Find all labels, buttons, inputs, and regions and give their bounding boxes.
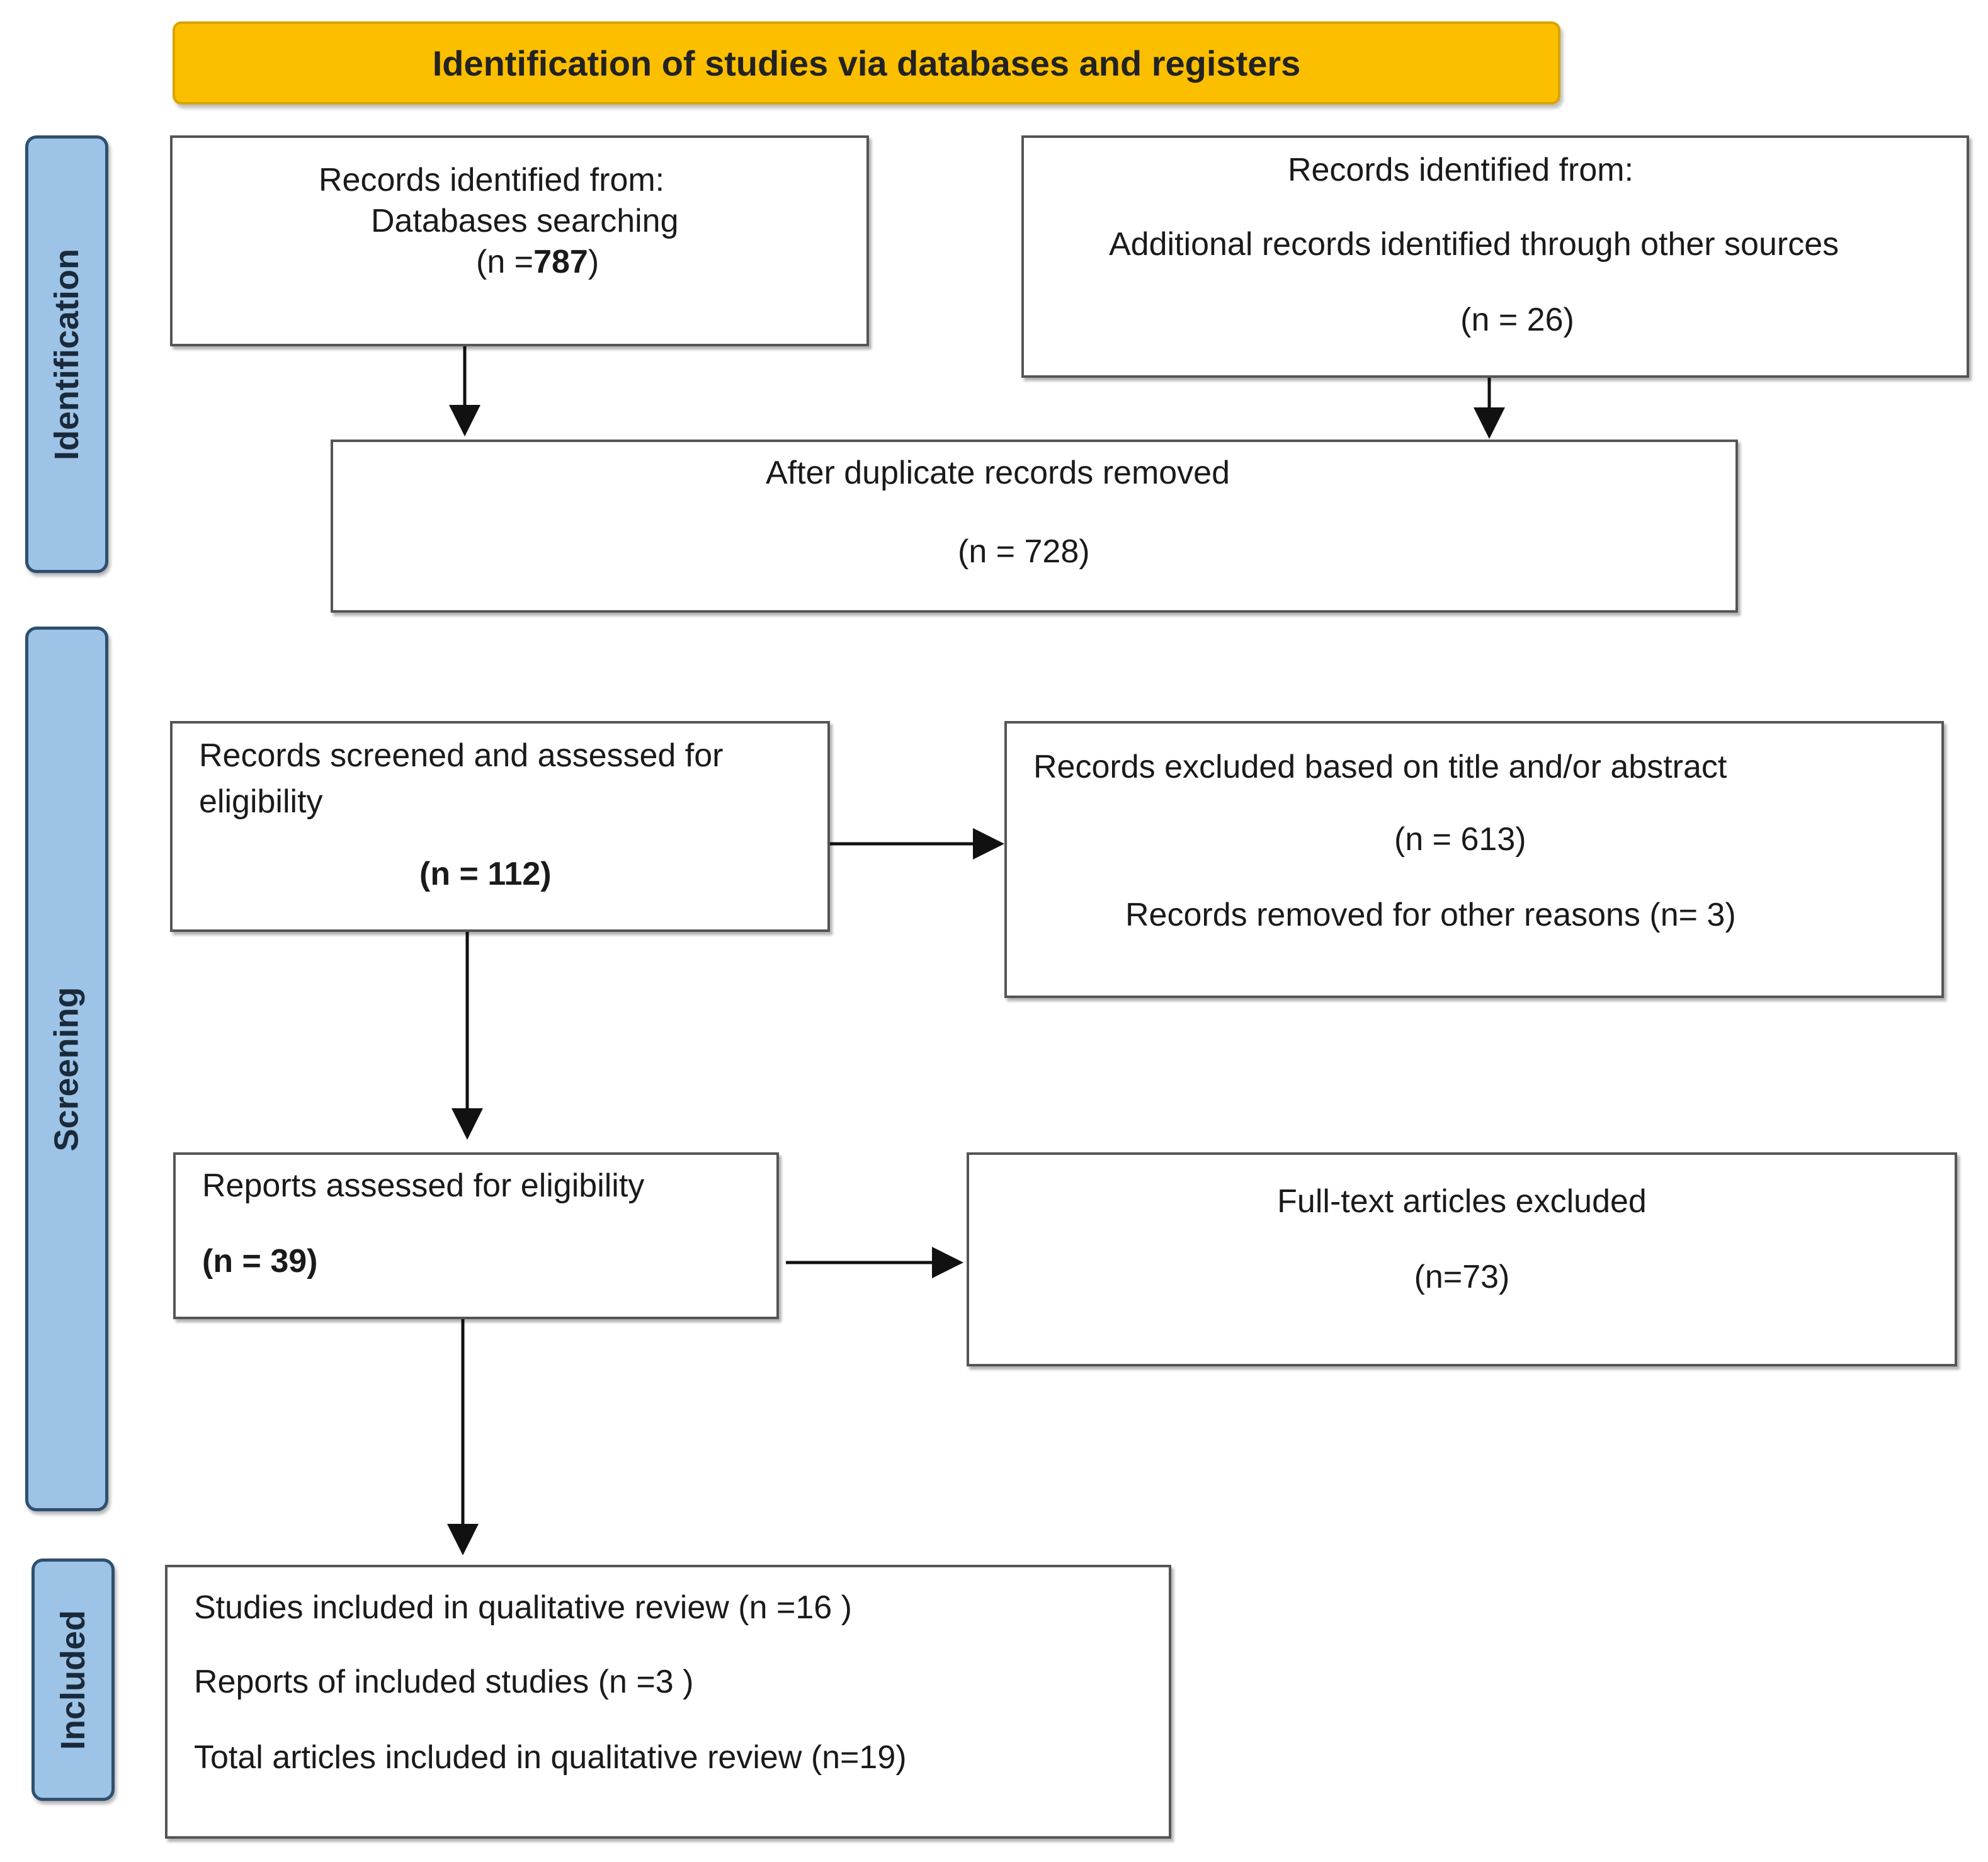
- box-fulltext-excluded: Full-text articles excluded (n=73): [967, 1152, 1957, 1366]
- box-other-sources: Records identified from: Additional reco…: [1021, 135, 1969, 378]
- stage-included-label: Included: [54, 1609, 93, 1750]
- databases-count-prefix: (n =: [476, 244, 534, 280]
- databases-line2: Databases searching: [371, 203, 679, 239]
- stage-included: Included: [31, 1558, 115, 1801]
- excluded-title-count: (n = 613): [1394, 821, 1526, 858]
- other-sources-count: (n = 26): [1460, 302, 1574, 338]
- other-sources-line1: Records identified from:: [1287, 152, 1634, 188]
- screened-line2: eligibility: [199, 783, 323, 820]
- box-databases: Records identified from: Databases searc…: [170, 135, 869, 346]
- included-line3: Total articles included in qualitative r…: [194, 1739, 907, 1776]
- box-records-screened: Records screened and assessed for eligib…: [170, 721, 830, 932]
- fulltext-line1: Full-text articles excluded: [1277, 1183, 1647, 1220]
- duplicates-count: (n = 728): [958, 533, 1090, 570]
- reports-count: (n = 39): [202, 1243, 318, 1280]
- header-banner: Identification of studies via databases …: [173, 21, 1560, 105]
- databases-count: (n =787): [476, 244, 599, 281]
- box-duplicates-removed: After duplicate records removed (n = 728…: [331, 440, 1738, 613]
- other-sources-line2: Additional records identified through ot…: [1109, 226, 1839, 263]
- stage-identification: Identification: [25, 135, 108, 573]
- box-excluded-title-abstract: Records excluded based on title and/or a…: [1004, 721, 1944, 998]
- stage-screening: Screening: [25, 627, 108, 1511]
- included-line2: Reports of included studies (n =3 ): [194, 1664, 694, 1700]
- header-title: Identification of studies via databases …: [432, 43, 1301, 83]
- duplicates-line1: After duplicate records removed: [766, 455, 1230, 491]
- screened-line1: Records screened and assessed for: [199, 737, 724, 774]
- excluded-title-line1: Records excluded based on title and/or a…: [1033, 749, 1727, 785]
- screened-count: (n = 112): [419, 856, 552, 892]
- box-reports-assessed: Reports assessed for eligibility (n = 39…: [173, 1152, 779, 1319]
- stage-screening-label: Screening: [48, 986, 86, 1152]
- fulltext-count: (n=73): [1414, 1259, 1510, 1295]
- stage-identification-label: Identification: [48, 248, 86, 460]
- databases-count-suffix: ): [588, 244, 599, 280]
- included-line1: Studies included in qualitative review (…: [194, 1589, 852, 1626]
- excluded-title-line3: Records removed for other reasons (n= 3): [1125, 897, 1736, 933]
- databases-line1: Records identified from:: [319, 162, 665, 198]
- reports-line1: Reports assessed for eligibility: [202, 1167, 645, 1204]
- box-included: Studies included in qualitative review (…: [165, 1565, 1171, 1839]
- databases-count-value: 787: [533, 244, 588, 280]
